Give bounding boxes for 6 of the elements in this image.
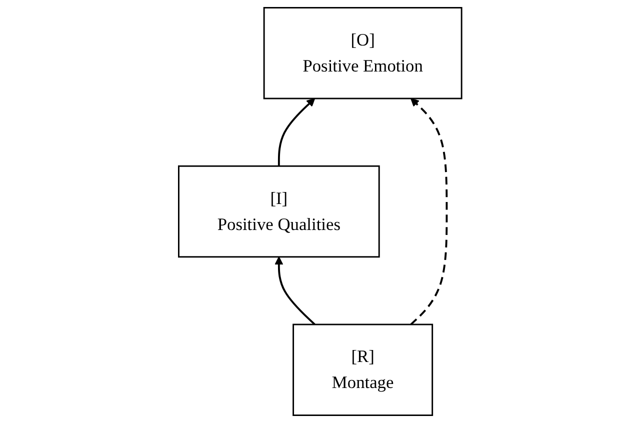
node-box: [I] Positive Qualities	[178, 165, 380, 258]
node-box: [O] Positive Emotion	[264, 7, 463, 100]
node-box: [R] Montage	[292, 324, 434, 416]
arrow	[410, 98, 448, 326]
arrow	[275, 256, 316, 326]
arrow	[278, 98, 316, 166]
